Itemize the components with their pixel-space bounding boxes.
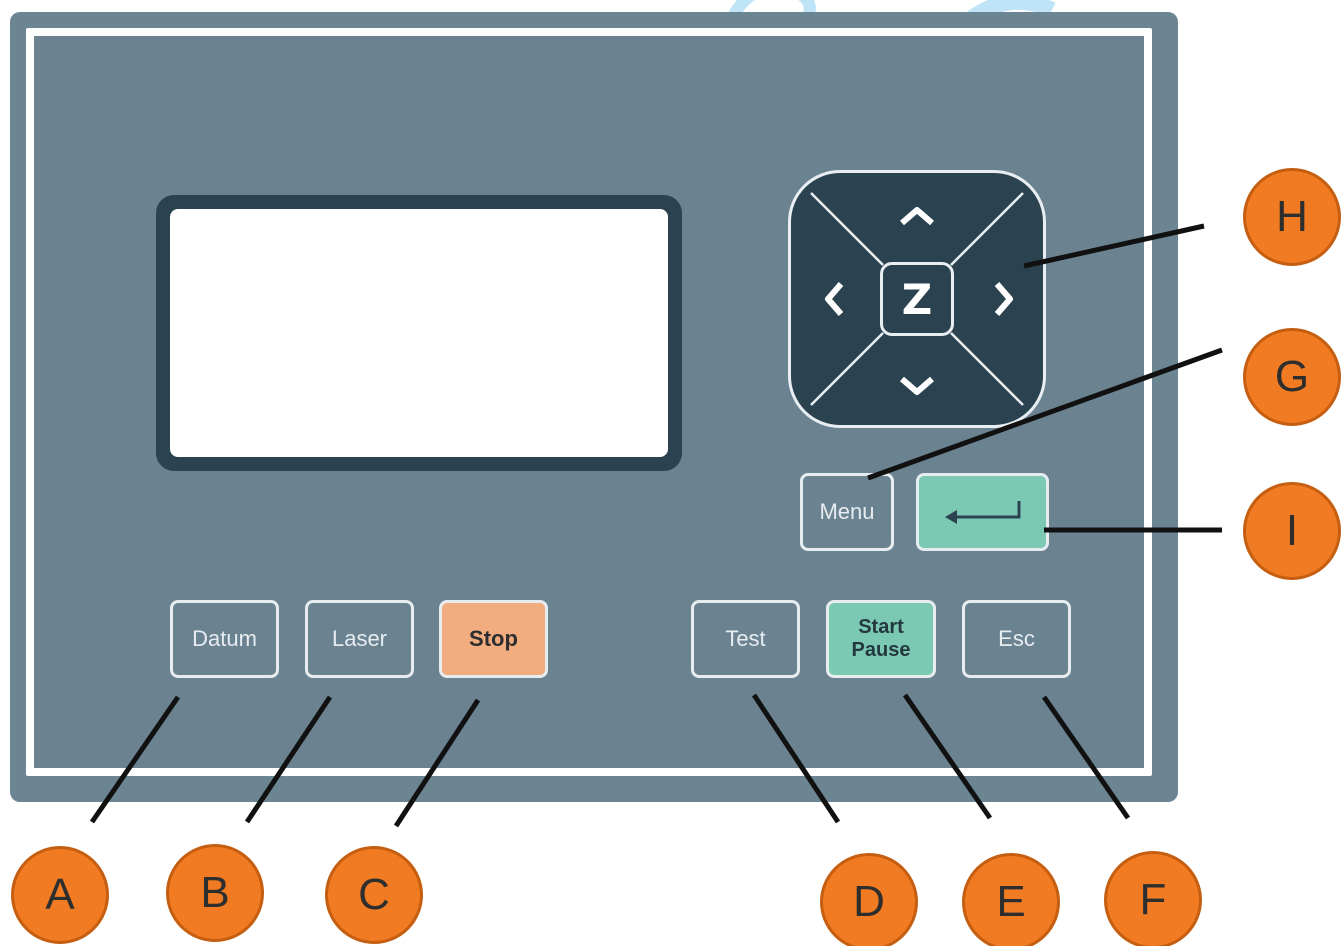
callout-e: E: [962, 853, 1060, 946]
datum-button[interactable]: Datum: [170, 600, 279, 678]
stop-button[interactable]: Stop: [439, 600, 548, 678]
up-arrow-key[interactable]: [892, 191, 942, 241]
callout-f: F: [1104, 851, 1202, 946]
test-button[interactable]: Test: [691, 600, 800, 678]
lcd-display: [156, 195, 682, 471]
left-arrow-icon: [825, 282, 844, 316]
enter-button[interactable]: [916, 473, 1049, 551]
control-panel: Z Menu Datum Laser Stop Test Start Pause…: [10, 12, 1178, 802]
lcd-screen: [170, 209, 668, 457]
right-arrow-icon: [994, 282, 1013, 316]
z-axis-key[interactable]: Z: [880, 262, 954, 336]
up-arrow-icon: [900, 207, 934, 226]
start-pause-button[interactable]: Start Pause: [826, 600, 936, 678]
esc-button[interactable]: Esc: [962, 600, 1071, 678]
callout-d: D: [820, 853, 918, 946]
right-arrow-key[interactable]: [979, 274, 1029, 324]
left-arrow-key[interactable]: [809, 274, 859, 324]
callout-a: A: [11, 846, 109, 944]
enter-return-icon: [944, 501, 1020, 524]
callout-h: H: [1243, 168, 1341, 266]
pause-label: Pause: [851, 639, 911, 661]
callout-g: G: [1243, 328, 1341, 426]
down-arrow-key[interactable]: [892, 361, 942, 411]
laser-button[interactable]: Laser: [305, 600, 414, 678]
direction-pad: Z: [788, 170, 1046, 428]
start-label: Start: [858, 616, 904, 638]
callout-b: B: [166, 844, 264, 942]
menu-button[interactable]: Menu: [800, 473, 894, 551]
callout-i: I: [1243, 482, 1341, 580]
callout-c: C: [325, 846, 423, 944]
down-arrow-icon: [900, 376, 934, 395]
